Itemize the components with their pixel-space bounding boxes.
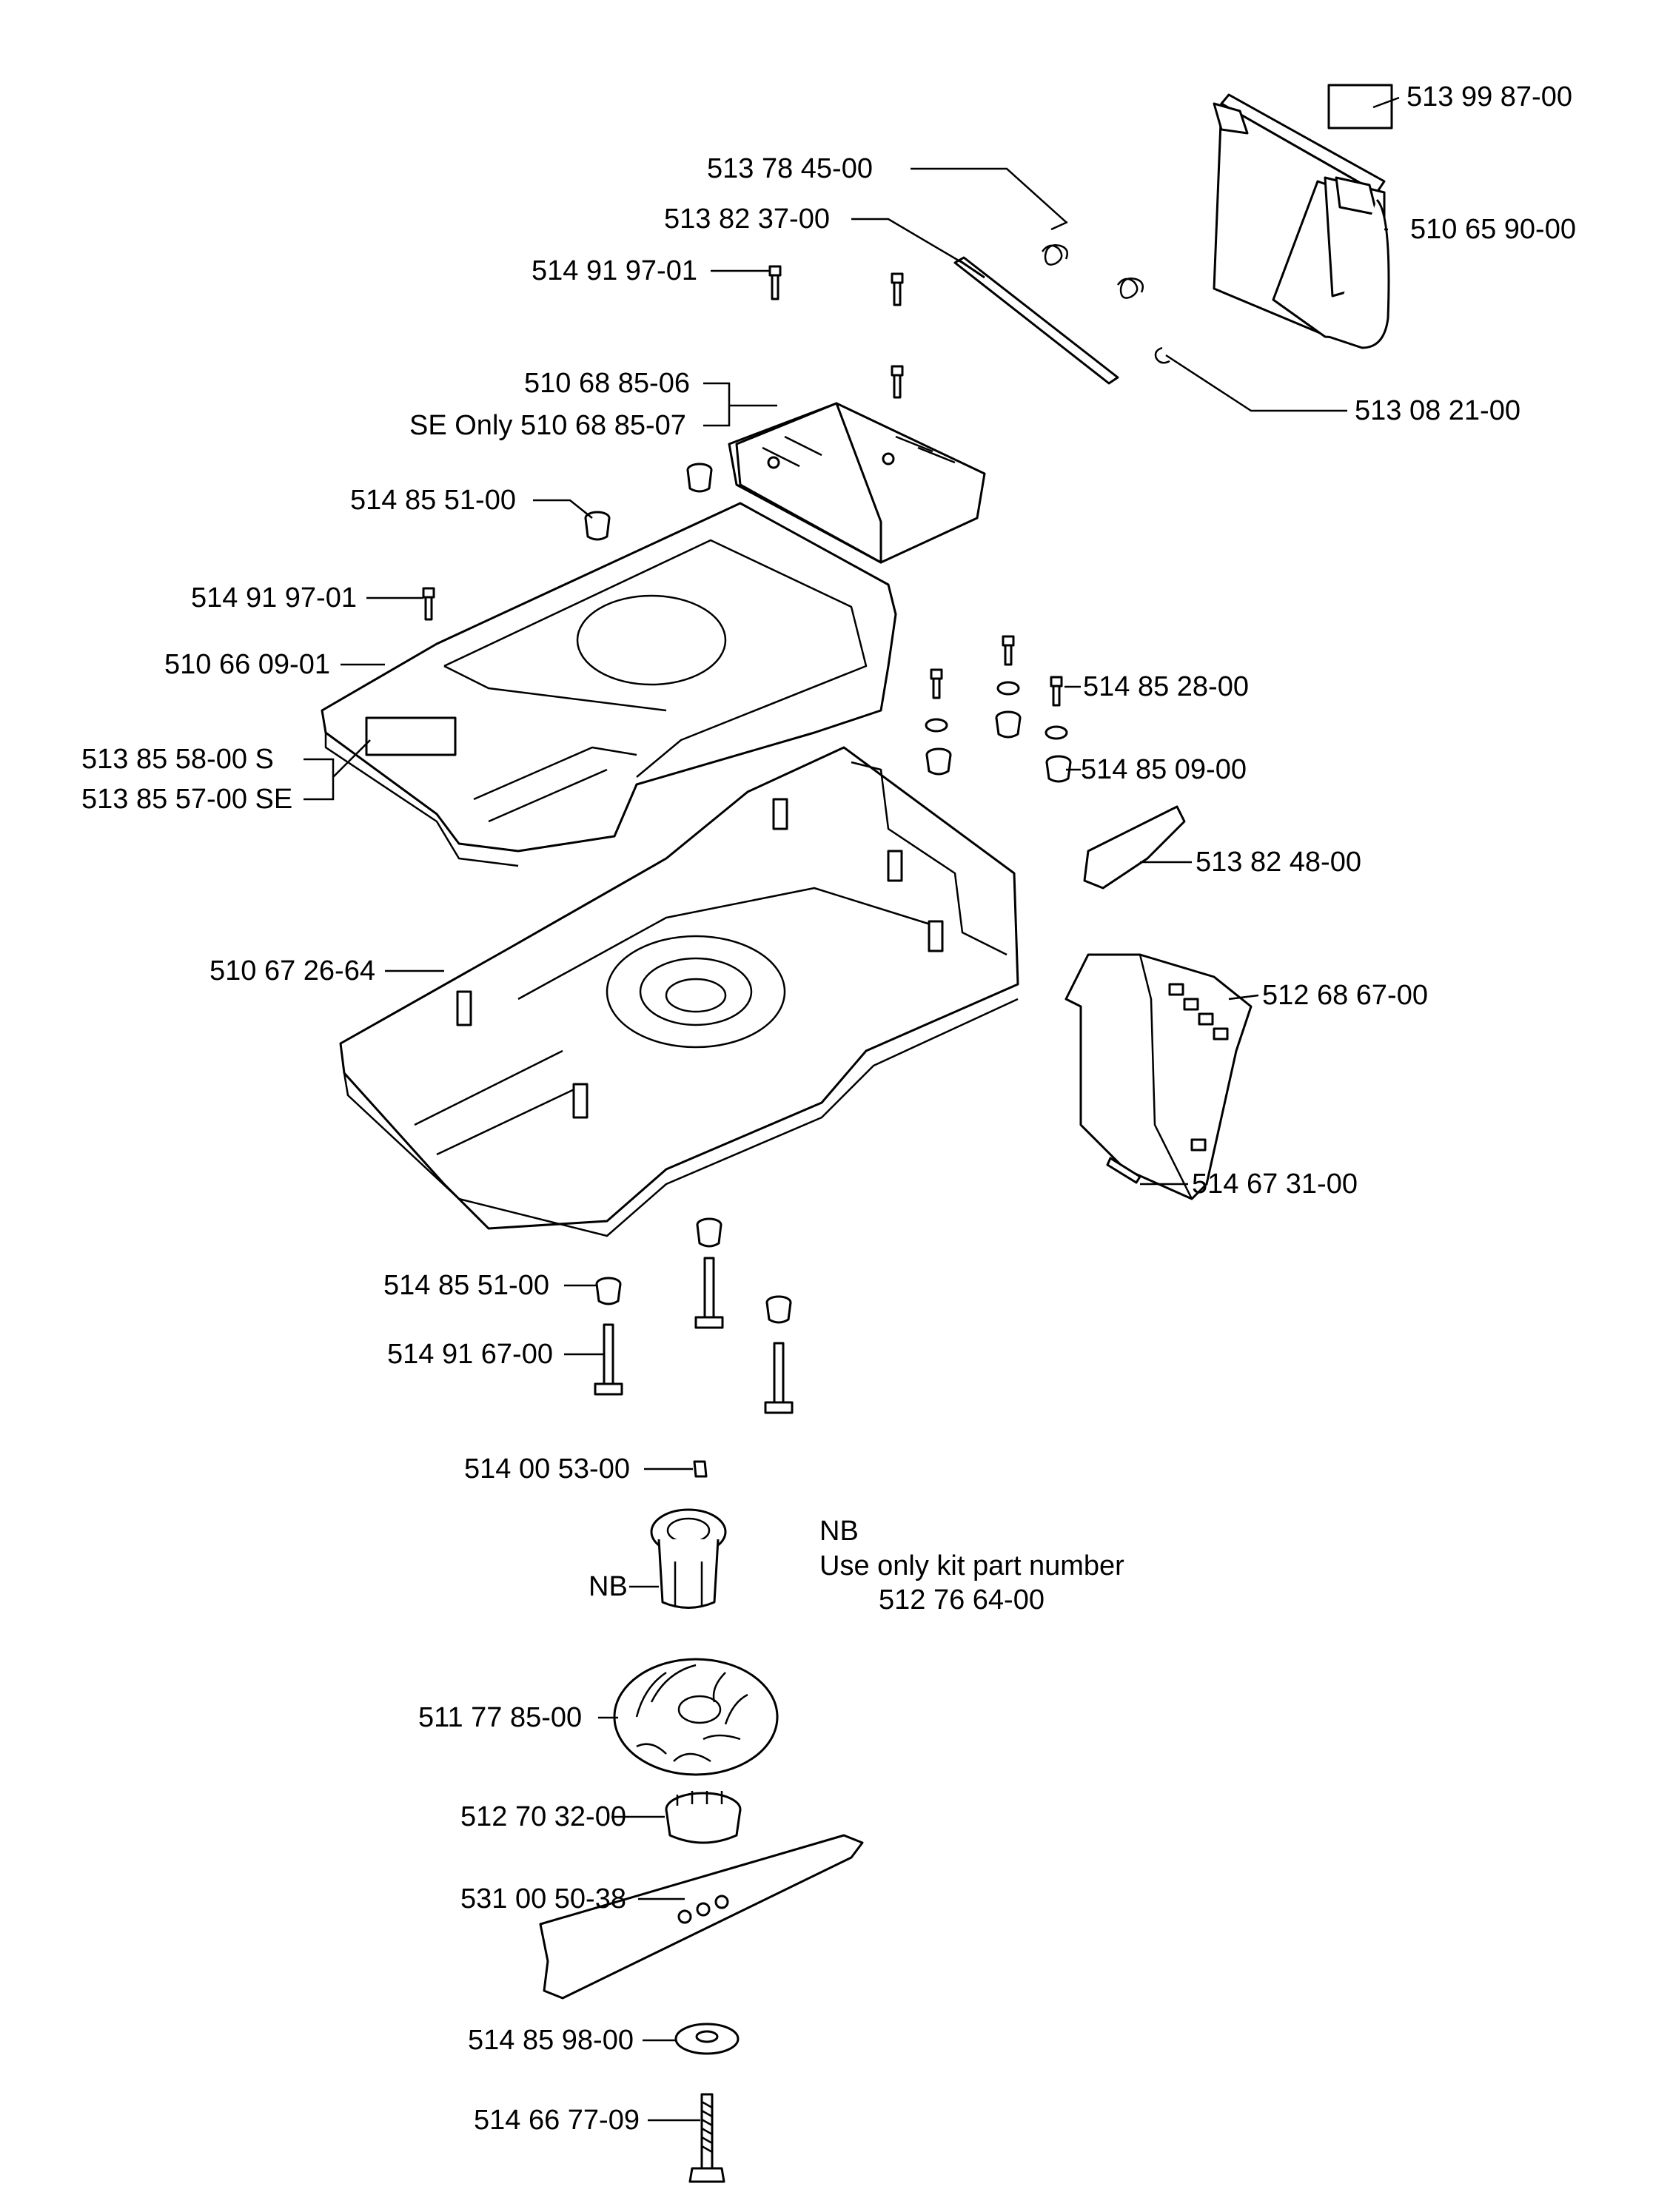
screw-part xyxy=(1106,1157,1141,1184)
spring-part xyxy=(1041,221,1068,266)
screw-part xyxy=(1002,635,1015,666)
screw-part xyxy=(1050,676,1063,707)
clip-part xyxy=(1154,346,1170,364)
note-title: NB xyxy=(819,1516,859,1547)
screw-part xyxy=(930,668,943,699)
washer-part xyxy=(925,681,1068,740)
label-514-91-67-00: 514 91 67-00 xyxy=(387,1339,553,1370)
rear-flap-part xyxy=(1213,93,1390,349)
main-deck-part xyxy=(339,746,1019,1237)
spring-part xyxy=(1116,278,1144,299)
bracket-part xyxy=(1083,805,1186,890)
side-cover-part xyxy=(1064,953,1253,1200)
label-511-77-85-00: 511 77 85-00 xyxy=(418,1702,582,1733)
label-510-65-90-00: 510 65 90-00 xyxy=(1410,214,1576,245)
label-514-91-97-01-left: 514 91 97-01 xyxy=(191,582,357,613)
label-510-66-09-01: 510 66 09-01 xyxy=(164,649,330,680)
label-513-78-45-00: 513 78 45-00 xyxy=(707,153,873,184)
label-512-68-67-00: 512 68 67-00 xyxy=(1262,980,1428,1011)
label-531-00-50-38: 531 00 50-38 xyxy=(460,1883,626,1915)
knob-part xyxy=(584,511,611,541)
blade-part xyxy=(539,1834,864,2000)
label-514-85-28-00: 514 85 28-00 xyxy=(1083,671,1249,702)
label-510-68-85-07: SE Only 510 68 85-07 xyxy=(409,410,686,441)
label-514-66-77-09: 514 66 77-09 xyxy=(474,2105,640,2136)
hub-part xyxy=(665,1791,742,1844)
key-part xyxy=(693,1460,708,1478)
label-514-85-51-00-bottom: 514 85 51-00 xyxy=(383,1270,549,1301)
bolt-part xyxy=(594,1257,794,1414)
rod-part xyxy=(953,256,1119,385)
label-513-99-87-00: 513 99 87-00 xyxy=(1406,81,1572,112)
cover-plate-part xyxy=(728,402,986,564)
fan-part xyxy=(613,1658,779,1776)
label-514-85-51-00-top: 514 85 51-00 xyxy=(350,485,516,516)
bushing-part xyxy=(925,710,1072,783)
label-510-68-85-06: 510 68 85-06 xyxy=(524,368,690,399)
label-513-85-58-00-s: 513 85 58-00 S xyxy=(81,744,274,775)
screw-part xyxy=(768,265,782,300)
washer-part xyxy=(674,2023,740,2055)
leader-lines xyxy=(304,96,1400,2122)
label-513-85-57-00-se: 513 85 57-00 SE xyxy=(81,784,292,815)
label-510-67-26-64: 510 67 26-64 xyxy=(209,955,375,986)
label-514-91-97-01-top: 514 91 97-01 xyxy=(532,255,697,286)
label-514-85-09-00: 514 85 09-00 xyxy=(1081,754,1247,785)
knob-part xyxy=(595,1217,792,1324)
screw-part xyxy=(422,587,435,621)
screw-part xyxy=(891,272,904,306)
label-514-00-53-00: 514 00 53-00 xyxy=(464,1453,630,1485)
note-line-2: 512 76 64-00 xyxy=(879,1584,1045,1616)
sticker-part xyxy=(1327,84,1393,130)
knob-part xyxy=(686,463,713,493)
label-514-67-31-00: 514 67 31-00 xyxy=(1192,1169,1358,1200)
bolt-part xyxy=(688,2093,725,2183)
label-513-08-21-00: 513 08 21-00 xyxy=(1355,395,1520,426)
label-512-70-32-00: 512 70 32-00 xyxy=(460,1801,626,1832)
screw-part xyxy=(891,365,904,399)
label-nb: NB xyxy=(589,1571,628,1602)
blade-adapter-part xyxy=(650,1508,727,1609)
label-513-82-37-00: 513 82 37-00 xyxy=(664,204,830,235)
label-514-85-98-00: 514 85 98-00 xyxy=(468,2025,634,2056)
note-line-1: Use only kit part number xyxy=(819,1550,1124,1581)
upper-housing-part xyxy=(321,502,897,867)
label-513-82-48-00: 513 82 48-00 xyxy=(1196,847,1361,878)
